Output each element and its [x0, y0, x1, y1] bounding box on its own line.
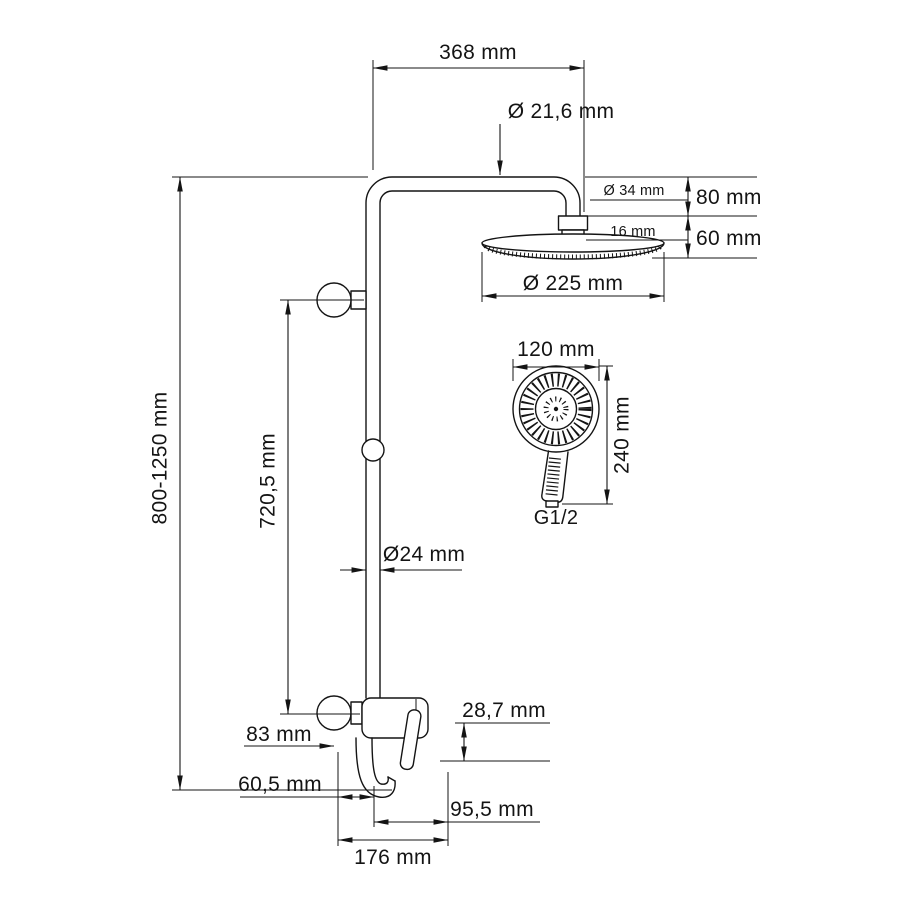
dimension-labels: 368 mm Ø 21,6 mm Ø 34 mm 16 mm 80 mm 60 …: [148, 41, 761, 869]
riser-and-arm-pipe: [365, 176, 581, 699]
handle-grip-hatch: [545, 457, 561, 496]
label-head-dia: Ø 225 mm: [523, 272, 623, 295]
label-mixer-depth: 176 mm: [354, 846, 432, 869]
label-arm-pipe-dia: Ø 21,6 mm: [508, 100, 615, 123]
extension-lines: [172, 60, 757, 846]
mixer-flange: [350, 701, 363, 725]
label-bracket-to-mixer: 720,5 mm: [256, 433, 279, 529]
pipe-outer-edge: [365, 176, 581, 699]
label-spout-drop: 83 mm: [246, 723, 312, 746]
hand-shower: [512, 365, 600, 508]
handle-thread-nipple: [545, 500, 559, 508]
pipe-inner-edge: [379, 190, 567, 699]
dimension-lines: [177, 65, 691, 843]
overhead-shower-head: [481, 233, 665, 260]
head-nozzle-hatch: [483, 245, 663, 260]
hand-shower-ring: [518, 371, 594, 447]
spout-inner: [371, 737, 389, 785]
label-spout-reach-b: 95,5 mm: [450, 798, 534, 821]
label-riser-dia: Ø24 mm: [383, 543, 465, 566]
hand-shower-spray-ring: [520, 373, 592, 445]
label-hand-shower-thread: G1/2: [534, 507, 579, 529]
label-hand-shower-len: 240 mm: [610, 396, 633, 474]
label-total-height: 800-1250 mm: [148, 392, 171, 525]
hand-shower-center-nozzles: [543, 396, 569, 422]
label-head-connector-dia: Ø 34 mm: [603, 183, 664, 199]
label-head-connector-h: 16 mm: [610, 224, 655, 240]
spout-outer: [355, 737, 396, 798]
mixer-assembly: [316, 695, 429, 798]
hand-shower-inner-ring: [534, 387, 578, 431]
hand-shower-center-dot: [553, 406, 559, 412]
mixer-lever-handle: [399, 709, 422, 771]
label-arm-span: 368 mm: [439, 41, 517, 64]
label-spout-reach-a: 60,5 mm: [238, 773, 322, 796]
spout-mouth: [387, 776, 396, 782]
connector-collar: [557, 215, 589, 231]
label-head-drop-b: 60 mm: [696, 227, 762, 250]
pipe-slider-connector: [361, 438, 385, 462]
label-head-drop-a: 80 mm: [696, 186, 762, 209]
head-disc: [481, 233, 665, 253]
label-handle-offset: 28,7 mm: [462, 699, 546, 722]
label-hand-shower-dia: 120 mm: [517, 338, 595, 361]
slider-ring: [361, 438, 385, 462]
mixer-wall-knob: [316, 695, 352, 731]
